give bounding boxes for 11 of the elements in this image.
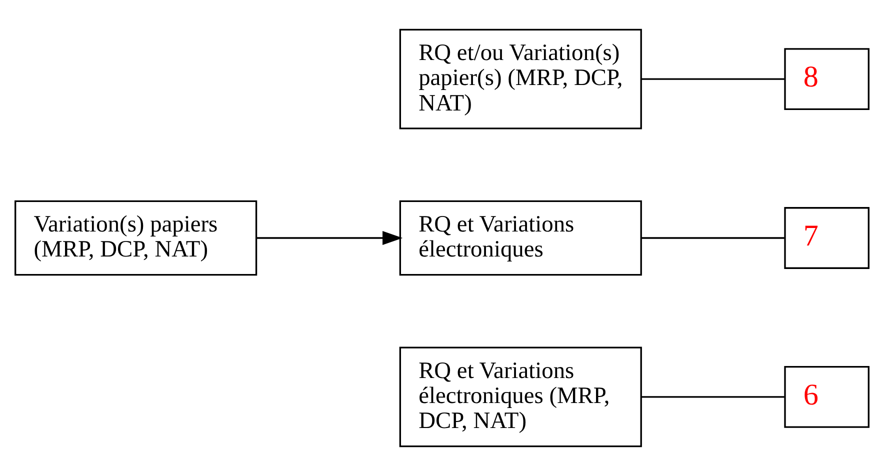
connector <box>641 78 784 80</box>
node-box: 7 <box>784 206 870 268</box>
node-box: RQ et Variations électroniques <box>399 200 642 276</box>
node-box: RQ et/ou Variation(s) papier(s) (MRP, DCP, NAT) <box>399 28 642 129</box>
connector <box>641 396 784 398</box>
arrow <box>256 230 403 245</box>
connector <box>641 236 784 238</box>
node-box: Variation(s) papiers (MRP, DCP, NAT) <box>14 200 258 276</box>
node-box: 6 <box>784 366 870 428</box>
node-box: 8 <box>784 48 870 110</box>
node-box: RQ et Variations électroniques (MRP, DCP, NAT) <box>399 346 642 447</box>
